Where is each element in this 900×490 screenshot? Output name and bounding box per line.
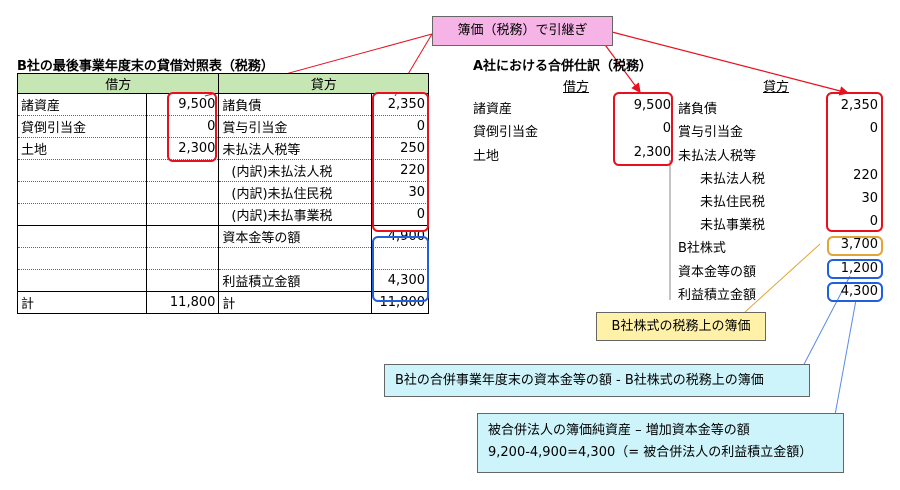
journal-debit-value: 0 (662, 121, 671, 136)
journal-debit-label: 土地 (473, 149, 500, 164)
journal-credit-value: 4,300 (840, 284, 878, 299)
debit-header: 借方 (17, 73, 220, 94)
journal-credit-value: 3,700 (840, 237, 878, 252)
connector-capital (799, 275, 851, 373)
table-cell: 11,800 (371, 291, 429, 314)
journal-credit-label: 諸負債 (678, 102, 718, 117)
journal-credit-value: 2,350 (840, 98, 878, 113)
highlight-left-equity (372, 236, 429, 302)
journal-title: A社における合併仕訳（税務） (473, 59, 653, 74)
highlight-right-liabilities (826, 92, 883, 232)
table-cell (17, 203, 148, 226)
callout-retained-line1: 被合併法人の簿価純資産 – 増加資本金等の額 (488, 423, 750, 438)
arrow-to-right-liabilities (611, 31, 850, 96)
journal-credit-label: 賞与引当金 (678, 125, 744, 140)
table-cell: 未払法人税等 (218, 137, 372, 160)
table-cell: 土地 (17, 137, 148, 160)
connector-retained (832, 299, 857, 427)
journal-debit-label: 貸倒引当金 (473, 125, 539, 140)
journal-credit-value: 30 (861, 191, 878, 206)
table-cell (146, 225, 220, 248)
journal-credit-value: 220 (853, 168, 878, 183)
journal-credit-label: B社株式 (678, 241, 726, 256)
table-cell (218, 247, 372, 270)
table-cell (146, 269, 220, 292)
callout-retained-line2: 9,200-4,900=4,300（= 被合併法人の利益積立金額） (488, 445, 813, 460)
table-cell (146, 159, 220, 182)
journal-credit-value: 0 (869, 214, 878, 229)
highlight-left-assets (167, 92, 217, 162)
table-cell: 計 (218, 291, 372, 314)
callout-capital-amount: B社の合併事業年度末の資本金等の額 - B社株式の税務上の簿価 (384, 364, 810, 397)
table-cell (146, 181, 220, 204)
table-cell (17, 269, 148, 292)
table-cell (17, 225, 148, 248)
table-cell: (内訳)未払住民税 (218, 181, 372, 204)
table-cell: 220 (371, 159, 429, 182)
table-cell: 貸倒引当金 (17, 115, 148, 138)
highlight-right-assets (613, 92, 673, 166)
table-cell: 11,800 (146, 291, 220, 314)
table-cell (146, 247, 220, 270)
callout-book-value: 簿価（税務）で引継ぎ (432, 16, 613, 46)
table-cell: 諸負債 (218, 93, 372, 116)
table-cell: 9,500 (146, 93, 220, 116)
journal-credit-label: 利益積立金額 (678, 288, 757, 303)
journal-credit-label: 資本金等の額 (678, 265, 757, 280)
highlight-capital (827, 259, 883, 279)
journal-debit-header: 借方 (563, 80, 590, 95)
table-cell: 30 (371, 181, 429, 204)
table-cell: 計 (17, 291, 148, 314)
table-cell: 資本金等の額 (218, 225, 372, 248)
journal-credit-value: 1,200 (840, 261, 878, 276)
credit-header: 貸方 (218, 73, 429, 94)
journal-credit-label: 未払法人税 (700, 172, 766, 187)
table-cell: 250 (371, 137, 429, 160)
table-cell: 諸資産 (17, 93, 148, 116)
balance-sheet-title: B社の最後事業年度末の貸借対照表（税務） (17, 59, 274, 74)
table-cell: 0 (146, 115, 220, 138)
journal-debit-value: 2,300 (633, 145, 671, 160)
connector-bshare (744, 243, 821, 313)
journal-credit-label: 未払住民税 (700, 195, 766, 210)
highlight-left-liabilities (372, 92, 429, 232)
highlight-retained (827, 282, 883, 302)
table-cell (17, 247, 148, 270)
callout-retained-earnings: 被合併法人の簿価純資産 – 増加資本金等の額 9,200-4,900=4,300… (477, 413, 844, 473)
table-cell (17, 159, 148, 182)
table-cell: 賞与引当金 (218, 115, 372, 138)
arrow-to-right-assets (599, 37, 641, 93)
table-cell: (内訳)未払法人税 (218, 159, 372, 182)
table-cell: 利益積立金額 (218, 269, 372, 292)
table-cell (17, 181, 148, 204)
journal-debit-value: 9,500 (633, 98, 671, 113)
highlight-bshare (827, 236, 883, 256)
journal-credit-header: 貸方 (763, 80, 790, 95)
journal-credit-value: 0 (869, 121, 878, 136)
callout-bshare-book-value: B社株式の税務上の簿価 (596, 312, 766, 341)
journal-debit-label: 諸資産 (473, 102, 513, 117)
table-cell: (内訳)未払事業税 (218, 203, 372, 226)
table-cell: 2,300 (146, 137, 220, 160)
journal-credit-label: 未払事業税 (700, 218, 766, 233)
journal-credit-label: 未払法人税等 (678, 149, 757, 164)
table-cell (146, 203, 220, 226)
